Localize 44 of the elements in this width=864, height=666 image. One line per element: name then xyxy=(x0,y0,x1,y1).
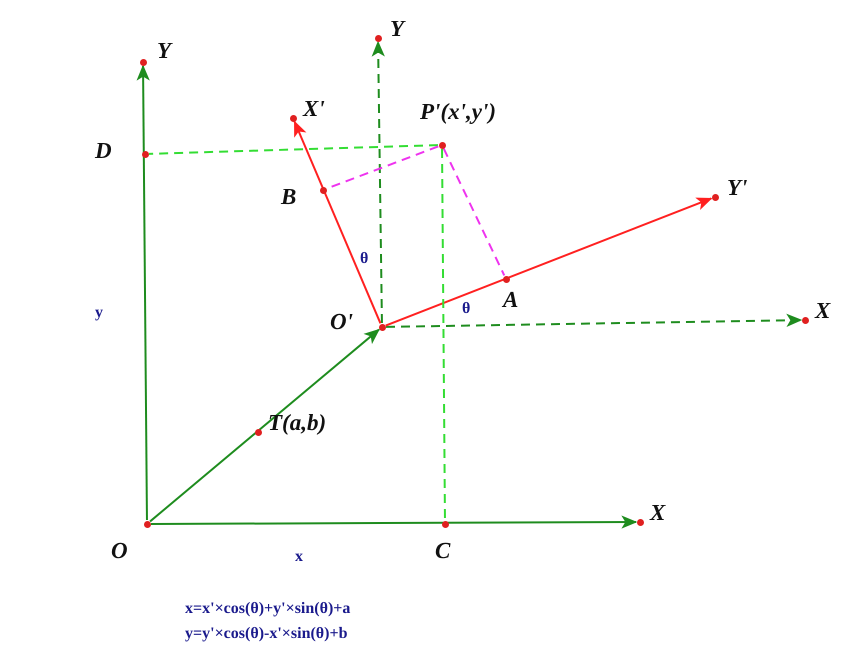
point-label: Y' xyxy=(727,175,748,201)
axis-label: y xyxy=(95,304,103,322)
point-marker xyxy=(254,428,262,436)
point-marker xyxy=(142,150,148,158)
point-label: A xyxy=(503,287,518,313)
point-label: X' xyxy=(303,96,325,122)
point-label: X xyxy=(815,298,830,324)
point-marker xyxy=(502,276,510,282)
axis-label: θ xyxy=(462,300,470,318)
point-label: C xyxy=(435,538,450,564)
point-label: B xyxy=(281,184,296,210)
guide-line xyxy=(148,144,438,155)
arrow xyxy=(136,64,150,520)
point-marker xyxy=(374,34,382,42)
point-marker xyxy=(378,324,386,330)
point-label: T(a,b) xyxy=(268,410,326,436)
point-marker xyxy=(442,520,448,528)
point-label: D xyxy=(95,138,112,164)
arrow xyxy=(149,328,380,522)
arrow xyxy=(151,515,638,529)
point-label: O xyxy=(111,538,128,564)
point-marker xyxy=(802,316,808,324)
point-label: Y xyxy=(390,16,404,42)
point-marker xyxy=(438,142,446,148)
point-marker xyxy=(636,518,644,526)
point-label: X xyxy=(650,500,666,526)
point-marker xyxy=(712,194,718,200)
point-marker xyxy=(144,520,150,528)
axis-label: θ xyxy=(360,250,368,268)
arrow xyxy=(385,198,713,326)
formula: y=y'×cos(θ)-x'×sin(θ)+b xyxy=(185,625,348,643)
point-label: Y xyxy=(157,38,172,64)
point-marker xyxy=(290,114,296,122)
guide-line xyxy=(441,149,446,520)
axis-label: x xyxy=(295,548,303,566)
point-marker xyxy=(140,58,146,66)
guide-line xyxy=(442,148,506,276)
arrow xyxy=(372,40,385,324)
point-marker xyxy=(320,186,326,194)
point-label: P'(x',y') xyxy=(420,99,496,125)
arrow xyxy=(294,120,382,324)
formula: x=x'×cos(θ)+y'×sin(θ)+a xyxy=(185,600,350,618)
point-label: O' xyxy=(330,309,353,335)
arrow xyxy=(386,314,802,328)
